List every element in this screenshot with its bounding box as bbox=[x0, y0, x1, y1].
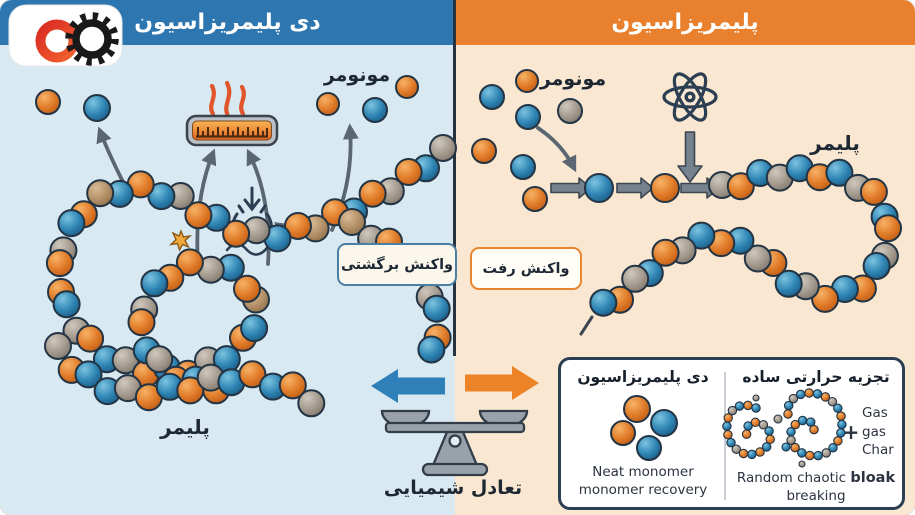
summary-left-title: دی پلیمریزاسیون bbox=[577, 368, 709, 386]
plus-sign: + bbox=[842, 420, 860, 444]
summary-right-title: تجزیه حرارتی ساده bbox=[742, 368, 890, 386]
gas-line3: Char bbox=[862, 442, 894, 459]
random-breaking-line2: breaking bbox=[786, 487, 846, 504]
gas-line2: gas bbox=[862, 423, 886, 440]
summary-box: دی پلیمریزاسیون تجزیه حرارتی ساده Neat m… bbox=[558, 357, 905, 510]
depolymerization-header: دی پلیمریزاسیون bbox=[0, 0, 455, 45]
neat-monomer-caption: Neat monomer monomer recovery bbox=[561, 464, 725, 499]
random-breaking-caption: Random chaotic bloak breaking bbox=[726, 470, 906, 505]
polymer-label-right: پلیمر bbox=[810, 131, 860, 155]
gas-char-list: Gas gas Char bbox=[862, 404, 894, 460]
monomer-label-right: مونومر bbox=[539, 68, 607, 90]
panel-divider bbox=[453, 0, 456, 356]
equilibrium-label: تعادل شیمیایی bbox=[383, 477, 523, 499]
random-breaking-bold: bloak bbox=[850, 470, 896, 486]
forward-reaction-tag: واکنش رفت bbox=[470, 247, 582, 290]
neat-monomer-line2: monomer recovery bbox=[578, 481, 708, 498]
reverse-reaction-tag: واکنش برگشتی bbox=[337, 243, 457, 286]
gas-line1: Gas bbox=[862, 405, 888, 421]
polymerization-header: پلیمریزاسیون bbox=[455, 0, 915, 45]
monomer-label-left: مونومر bbox=[323, 64, 391, 86]
neat-monomer-line1: Neat monomer bbox=[592, 464, 694, 480]
polymer-label-left: پلیمر bbox=[160, 415, 210, 439]
random-breaking-normal: Random chaotic bbox=[736, 470, 851, 486]
